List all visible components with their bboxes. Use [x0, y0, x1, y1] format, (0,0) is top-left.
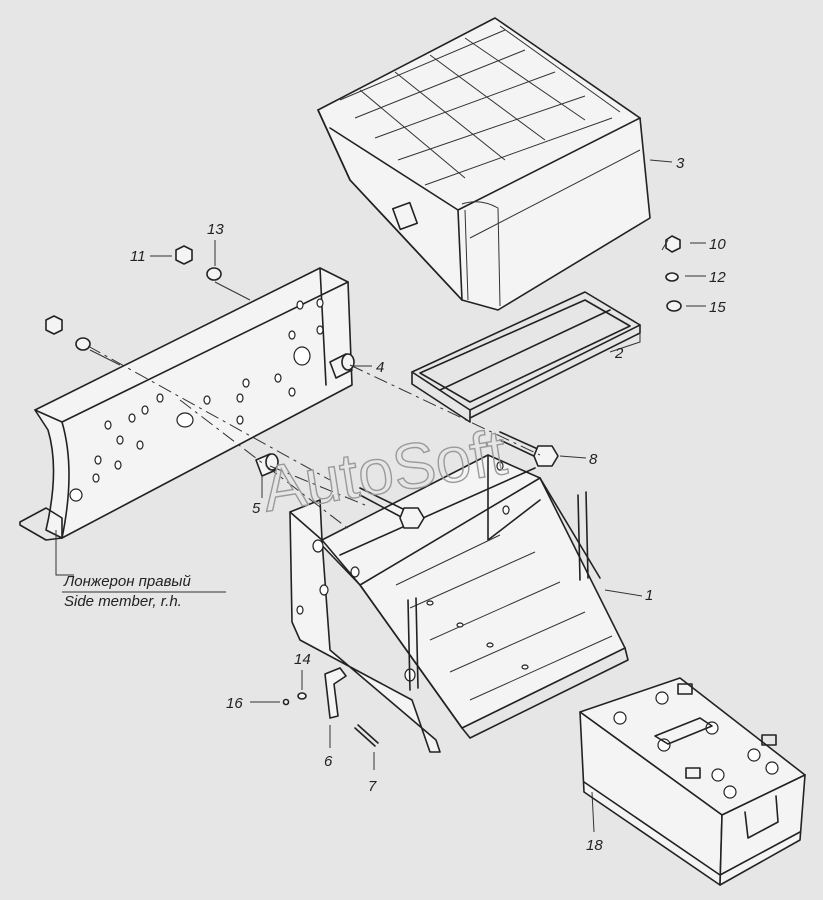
bolt-icon [359, 487, 425, 529]
washer-14-icon [297, 692, 307, 700]
handle-6-icon [324, 667, 347, 719]
callout-15: 15 [709, 299, 726, 316]
assembly-axes [87, 239, 669, 531]
washer-15-icon [666, 300, 682, 312]
callout-6: 6 [324, 753, 333, 770]
leader-lines [55, 159, 706, 833]
callout-1: 1 [645, 587, 653, 604]
caption-ru: Лонжерон правый [63, 573, 191, 590]
battery-terminals [613, 683, 779, 799]
callout-18: 18 [586, 837, 603, 854]
hardware [45, 235, 682, 747]
cover-latch-icon [391, 201, 419, 231]
callout-3: 3 [676, 155, 685, 172]
pin-7-icon [354, 724, 379, 747]
bolt-8-icon [499, 431, 559, 467]
nut-10-icon [665, 235, 681, 253]
callout-2: 2 [614, 345, 624, 362]
callout-8: 8 [589, 451, 598, 468]
battery-label-plate [654, 717, 713, 745]
battery-tray [289, 454, 629, 753]
side-member [19, 267, 353, 541]
clamping-frame [411, 291, 641, 423]
side-member-holes [69, 298, 324, 502]
callout-11: 11 [130, 248, 146, 265]
callout-13: 13 [207, 221, 224, 238]
battery-cover [317, 17, 651, 311]
washer-13-icon [206, 267, 222, 281]
callout-7: 7 [368, 778, 377, 795]
callout-14: 14 [294, 651, 311, 668]
tie-rod [577, 491, 589, 581]
washer-icon [75, 337, 91, 351]
callout-12: 12 [709, 269, 726, 286]
pin-16-icon [282, 698, 290, 706]
caption-en: Side member, r.h. [64, 593, 182, 610]
battery [579, 677, 806, 886]
nut-11-icon [175, 245, 193, 265]
washer-12-icon [665, 272, 679, 282]
callout-10: 10 [709, 236, 726, 253]
tie-rod [407, 597, 419, 691]
callout-5: 5 [252, 500, 261, 517]
callout-4: 4 [376, 359, 384, 376]
callout-16: 16 [226, 695, 243, 712]
callout-numbers: 3 11 13 10 12 15 2 4 8 5 1 14 16 6 7 18 [130, 155, 726, 854]
nut-icon [45, 315, 63, 335]
